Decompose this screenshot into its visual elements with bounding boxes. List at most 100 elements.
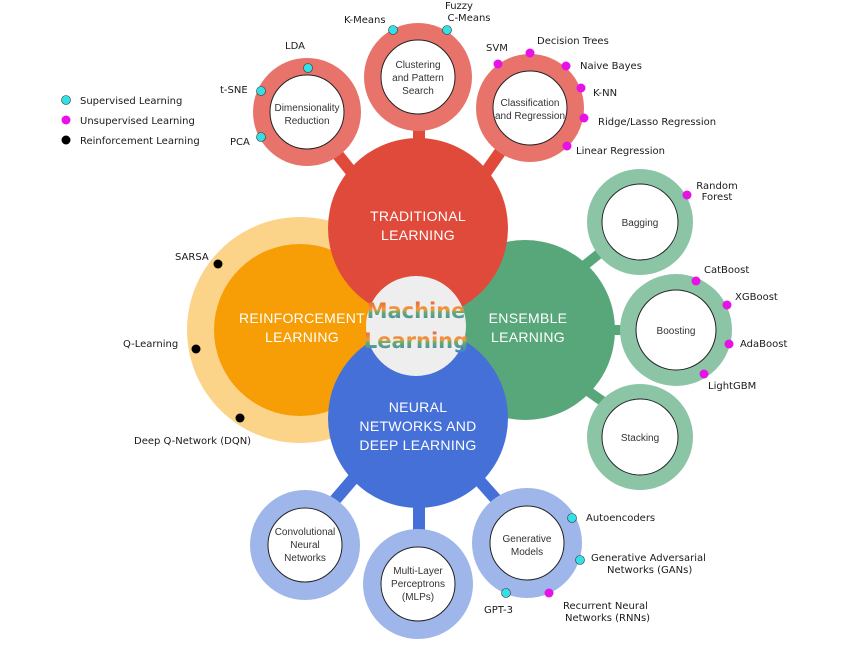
category-traditional: TRADITIONAL LEARNING bbox=[328, 138, 508, 318]
subgroup-clustering: Clustering and Pattern Search bbox=[364, 23, 472, 131]
lightgbm-label: LightGBM bbox=[708, 381, 756, 392]
ridge-dot bbox=[579, 113, 589, 123]
qlearning-dot bbox=[191, 344, 201, 354]
cnn-circle bbox=[267, 507, 343, 583]
rforest-label-line1: Random bbox=[696, 181, 737, 192]
autoenc-dot bbox=[567, 513, 577, 523]
legend-supervised-swatch bbox=[61, 95, 71, 105]
classification-line1: Classification bbox=[501, 98, 560, 109]
neural-title-line2: NETWORKS AND bbox=[359, 418, 476, 434]
lda-dot bbox=[303, 63, 313, 73]
pca-label: PCA bbox=[230, 137, 250, 148]
fuzzy-label-line1: Fuzzy bbox=[445, 1, 473, 12]
nbayes-dot bbox=[561, 61, 571, 71]
subgroup-cnn: Convolutional Neural Networks bbox=[250, 490, 360, 600]
svm-dot bbox=[493, 59, 503, 69]
stacking-line1: Stacking bbox=[621, 433, 659, 444]
qlearning-label: Q-Learning bbox=[123, 339, 178, 350]
category-neural: NEURAL NETWORKS AND DEEP LEARNING bbox=[328, 328, 508, 508]
reinforcement-title-line2: LEARNING bbox=[265, 329, 339, 345]
traditional-circle bbox=[328, 138, 508, 318]
legend-supervised-label: Supervised Learning bbox=[80, 96, 182, 107]
clustering-circle bbox=[380, 39, 456, 115]
dqn-label: Deep Q-Network (DQN) bbox=[134, 436, 251, 447]
center-title-line1: Machine bbox=[367, 299, 466, 323]
catboost-label: CatBoost bbox=[704, 265, 749, 276]
cnn-line1: Convolutional bbox=[275, 527, 336, 538]
gpt3-dot bbox=[501, 588, 511, 598]
pca-dot bbox=[256, 132, 266, 142]
algorithm-markers: LDA t-SNE PCA K-Means Fuzzy C-Means SVM … bbox=[123, 1, 787, 624]
boosting-line1: Boosting bbox=[657, 326, 696, 337]
sarsa-dot bbox=[213, 259, 223, 269]
xgboost-label: XGBoost bbox=[735, 292, 778, 303]
legend-unsupervised-swatch bbox=[61, 115, 71, 125]
center-circle bbox=[366, 276, 466, 376]
classification-line2: and Regression bbox=[495, 111, 565, 122]
legend: Supervised Learning Unsupervised Learnin… bbox=[61, 95, 200, 147]
traditional-title-line2: LEARNING bbox=[381, 227, 455, 243]
subgroup-classification: Classification and Regression bbox=[476, 54, 584, 162]
gan-label-line1: Generative Adversarial bbox=[591, 553, 706, 564]
adaboost-dot bbox=[724, 339, 734, 349]
generative-line2: Models bbox=[511, 547, 543, 558]
bagging-circle bbox=[601, 183, 679, 261]
neural-title-line3: DEEP LEARNING bbox=[359, 437, 476, 453]
generative-circle bbox=[489, 505, 565, 581]
tsne-dot bbox=[256, 86, 266, 96]
mlp-circle bbox=[380, 546, 456, 622]
ridge-label: Ridge/Lasso Regression bbox=[598, 117, 716, 128]
adaboost-label: AdaBoost bbox=[740, 339, 787, 350]
dimensionality-circle bbox=[269, 74, 345, 150]
gan-label-line2: Networks (GANs) bbox=[607, 565, 692, 576]
center-node: Machine Learning bbox=[364, 276, 468, 376]
subgroup-stacking: Stacking bbox=[587, 384, 693, 490]
mlp-line2: Perceptrons bbox=[391, 579, 445, 590]
subgroup-dimensionality: Dimensionality Reduction bbox=[253, 58, 361, 166]
boosting-circle bbox=[635, 289, 717, 371]
cnn-line2: Neural bbox=[290, 540, 319, 551]
rforest-label-line2: Forest bbox=[702, 192, 733, 203]
lda-label: LDA bbox=[285, 41, 305, 52]
clustering-line1: Clustering bbox=[395, 60, 440, 71]
dqn-dot bbox=[235, 413, 245, 423]
svm-label: SVM bbox=[486, 43, 508, 54]
center-title-line2: Learning bbox=[364, 329, 468, 353]
gpt3-label: GPT-3 bbox=[484, 605, 513, 616]
dtrees-dot bbox=[525, 48, 535, 58]
autoenc-label: Autoencoders bbox=[586, 513, 655, 524]
fuzzy-label-line2: C-Means bbox=[447, 13, 490, 24]
clustering-line3: Search bbox=[402, 86, 434, 97]
legend-reinforcement-swatch bbox=[61, 135, 71, 145]
cnn-line3: Networks bbox=[284, 553, 326, 564]
ensemble-title-line2: LEARNING bbox=[491, 329, 565, 345]
kmeans-label: K-Means bbox=[344, 15, 386, 26]
nbayes-label: Naive Bayes bbox=[580, 61, 642, 72]
traditional-title-line1: TRADITIONAL bbox=[370, 208, 466, 224]
legend-reinforcement-label: Reinforcement Learning bbox=[80, 136, 200, 147]
gan-dot bbox=[575, 555, 585, 565]
dtrees-label: Decision Trees bbox=[537, 36, 609, 47]
subgroup-boosting: Boosting bbox=[620, 274, 732, 386]
catboost-dot bbox=[691, 276, 701, 286]
dimensionality-line2: Reduction bbox=[284, 116, 329, 127]
reinforcement-title-line1: REINFORCEMENT bbox=[239, 310, 365, 326]
linreg-label: Linear Regression bbox=[576, 146, 665, 157]
legend-unsupervised-label: Unsupervised Learning bbox=[80, 116, 195, 127]
tsne-label: t-SNE bbox=[220, 85, 248, 96]
bagging-line1: Bagging bbox=[622, 218, 659, 229]
mlp-line3: (MLPs) bbox=[402, 592, 434, 603]
sarsa-label: SARSA bbox=[175, 252, 209, 263]
stacking-circle bbox=[601, 398, 679, 476]
dimensionality-line1: Dimensionality bbox=[274, 103, 339, 114]
neural-circle bbox=[328, 328, 508, 508]
xgboost-dot bbox=[722, 300, 732, 310]
rforest-dot bbox=[682, 190, 692, 200]
rnn-dot bbox=[544, 588, 554, 598]
subgroup-mlp: Multi-Layer Perceptrons (MLPs) bbox=[363, 529, 473, 639]
classification-circle bbox=[492, 70, 568, 146]
generative-line1: Generative bbox=[503, 534, 552, 545]
rnn-label-line1: Recurrent Neural bbox=[563, 601, 648, 612]
mlp-line1: Multi-Layer bbox=[393, 566, 443, 577]
